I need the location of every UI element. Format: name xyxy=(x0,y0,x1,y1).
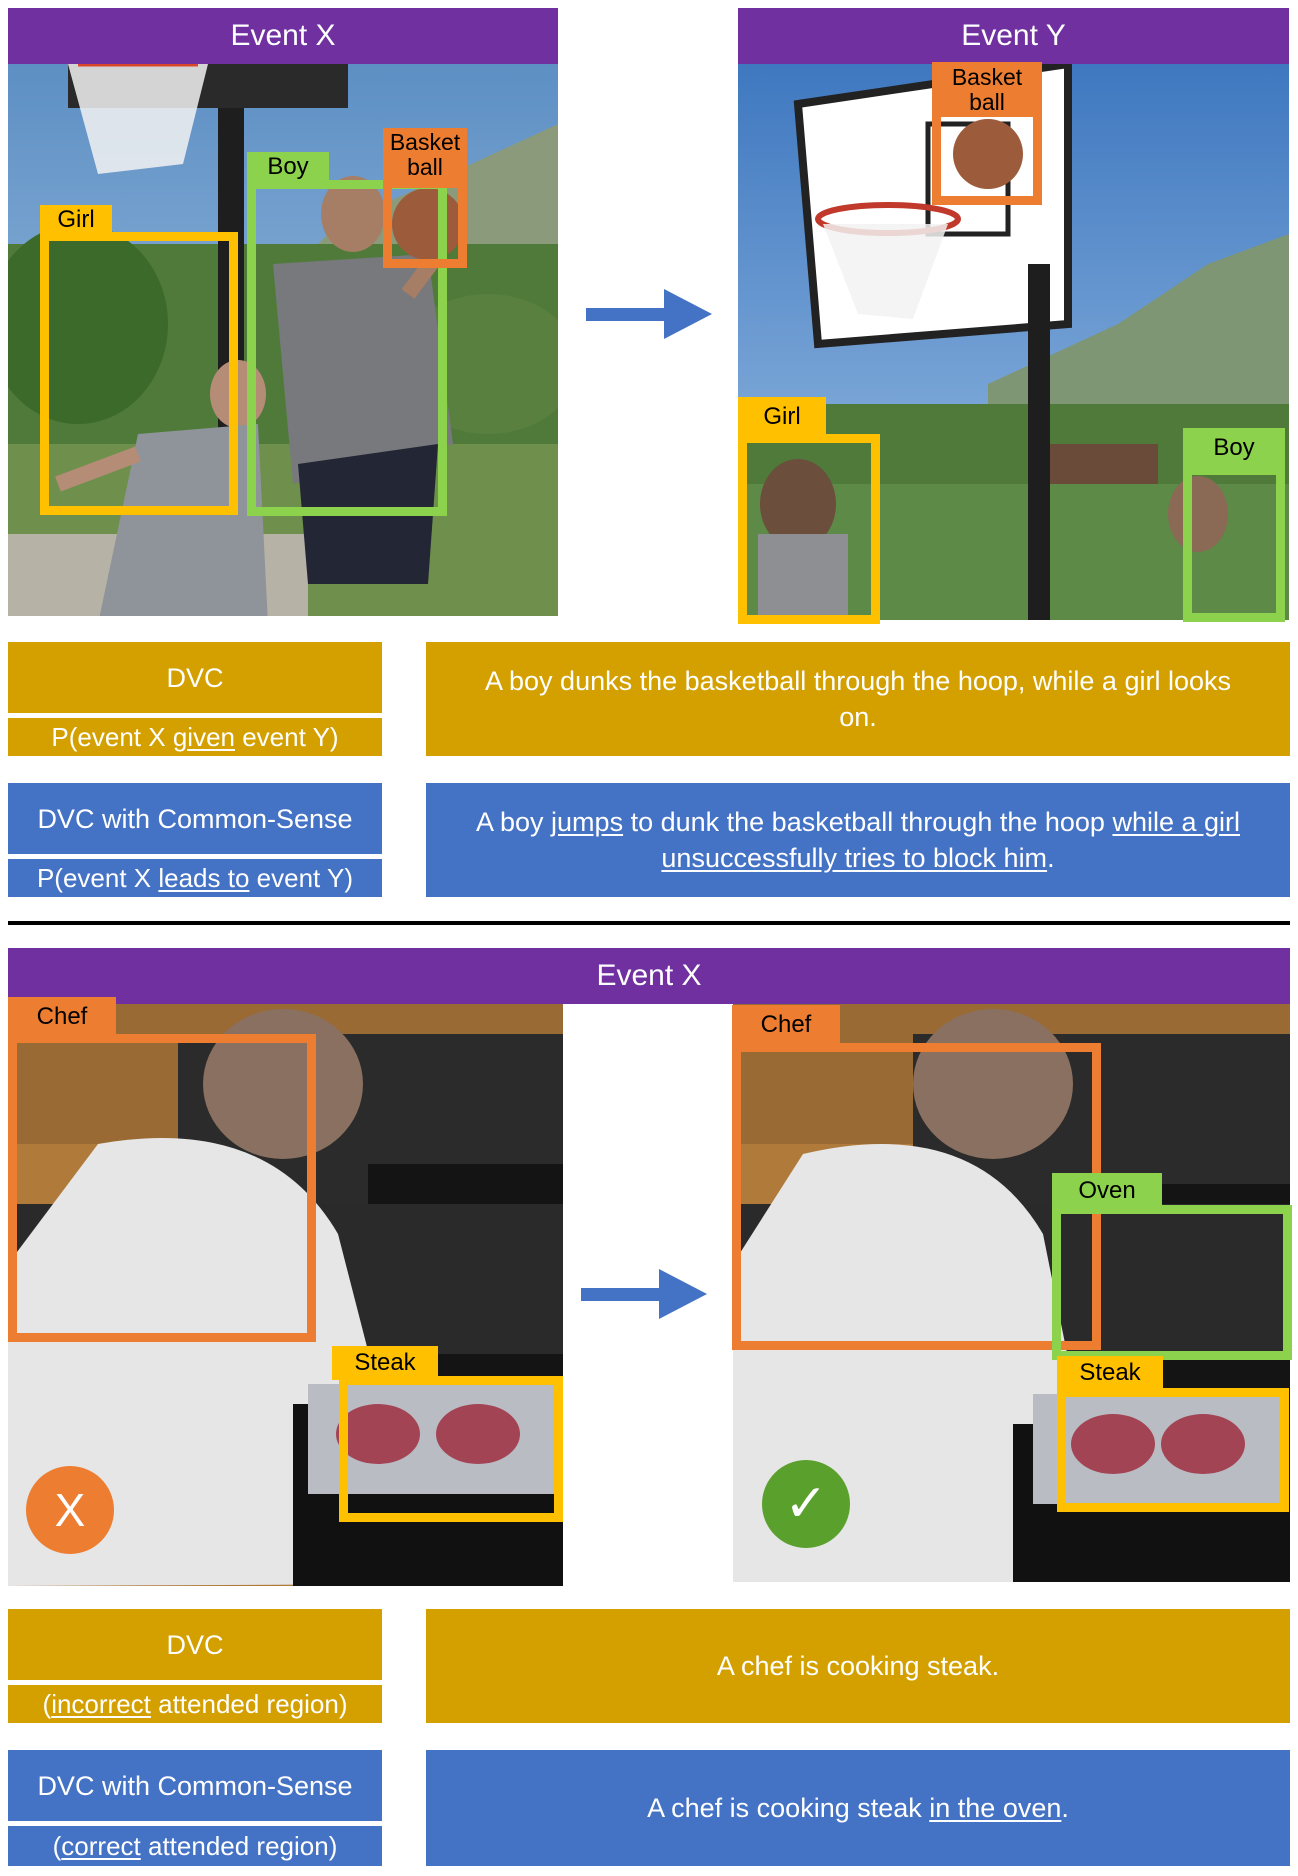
dvc-cs-subtitle-box-2: (correct attended region) xyxy=(8,1826,382,1866)
chef-bbox-right xyxy=(732,1043,1101,1350)
boy-bbox xyxy=(247,180,447,516)
dvc-caption-box: A boy dunks the basketball through the h… xyxy=(426,642,1290,756)
dvc-cs-sub2-underline: correct xyxy=(61,1831,141,1861)
dvc-cs-cap-1: A boy xyxy=(475,807,552,837)
dvc-cs-cap2-2: . xyxy=(1061,1793,1069,1823)
section-divider xyxy=(8,921,1290,925)
boy-bbox-event-y xyxy=(1183,466,1285,622)
dvc-cs-cap2-u1: in the oven xyxy=(929,1793,1062,1823)
dvc-cs-cap-3: . xyxy=(1047,843,1055,873)
girl-bbox xyxy=(40,232,238,515)
dvc-cs-subtitle-box: P(event X leads to event Y) xyxy=(8,859,382,897)
dvc-cs-caption-box-2: A chef is cooking steak in the oven. xyxy=(426,1750,1290,1866)
event-x-header-2: Event X xyxy=(8,948,1290,1004)
oven-label: Oven xyxy=(1052,1173,1162,1209)
dvc-cs-cap-2: to dunk the basketball through the hoop xyxy=(623,807,1113,837)
girl-label-event-y: Girl xyxy=(738,397,826,437)
boy-label: Boy xyxy=(247,152,329,182)
basketball-bbox xyxy=(383,179,467,268)
dvc-sub2-text-1: ( xyxy=(42,1689,52,1719)
oven-bbox xyxy=(1052,1205,1292,1360)
dvc-sub-text-2: event Y) xyxy=(234,722,339,752)
dvc-cs-title-box: DVC with Common-Sense xyxy=(8,783,382,854)
event-y-header: Event Y xyxy=(738,8,1289,64)
dvc-cs-sub-text-1: P(event X xyxy=(36,863,159,893)
boy-label-event-y: Boy xyxy=(1183,428,1285,468)
dvc-caption-box-2: A chef is cooking steak. xyxy=(426,1609,1290,1723)
chef-label-left: Chef xyxy=(8,997,116,1037)
dvc-cs-cap-u1: jumps xyxy=(551,807,624,837)
steak-bbox-left xyxy=(339,1376,563,1522)
wrong-mark-icon: X xyxy=(26,1466,114,1554)
right-arrow-icon-2 xyxy=(581,1269,707,1319)
correct-checkmark-icon: ✓ xyxy=(762,1460,850,1548)
dvc-sub-underline: given xyxy=(172,722,235,752)
dvc-title-box: DVC xyxy=(8,642,382,713)
dvc-cs-title-box-2: DVC with Common-Sense xyxy=(8,1750,382,1821)
basketball-photo-event-y xyxy=(738,64,1289,620)
chef-label-right: Chef xyxy=(732,1005,840,1045)
basketball-label: Basket ball xyxy=(383,128,467,182)
dvc-cs-sub-underline: leads to xyxy=(158,863,250,893)
steak-label-right: Steak xyxy=(1057,1356,1163,1390)
kitchen-photo-left xyxy=(8,1004,563,1586)
dvc-cs-sub2-text-2: attended region) xyxy=(140,1831,338,1861)
girl-label: Girl xyxy=(40,205,112,235)
event-x-header: Event X xyxy=(8,8,558,64)
dvc-cs-caption-box: A boy jumps to dunk the basketball throu… xyxy=(426,783,1290,897)
dvc-sub-text-1: P(event X xyxy=(51,722,173,752)
dvc-cs-sub-text-2: event Y) xyxy=(249,863,354,893)
girl-bbox-event-y xyxy=(738,434,880,624)
dvc-title-box-2: DVC xyxy=(8,1609,382,1680)
dvc-cs-cap2-1: A chef is cooking steak xyxy=(647,1793,930,1823)
dvc-sub2-text-2: attended region) xyxy=(150,1689,348,1719)
steak-label-left: Steak xyxy=(332,1346,438,1380)
dvc-sub2-underline: incorrect xyxy=(51,1689,151,1719)
dvc-cs-cap-u2: while a girl unsuccessfully tries to blo… xyxy=(661,807,1241,873)
dvc-subtitle-box: P(event X given event Y) xyxy=(8,718,382,756)
dvc-cs-sub2-text-1: ( xyxy=(52,1831,62,1861)
ball-label-event-y: Basket ball xyxy=(932,62,1042,117)
right-arrow-icon xyxy=(586,289,712,339)
dvc-subtitle-box-2: (incorrect attended region) xyxy=(8,1685,382,1723)
steak-bbox-right xyxy=(1057,1388,1289,1512)
chef-bbox-left xyxy=(8,1034,316,1342)
